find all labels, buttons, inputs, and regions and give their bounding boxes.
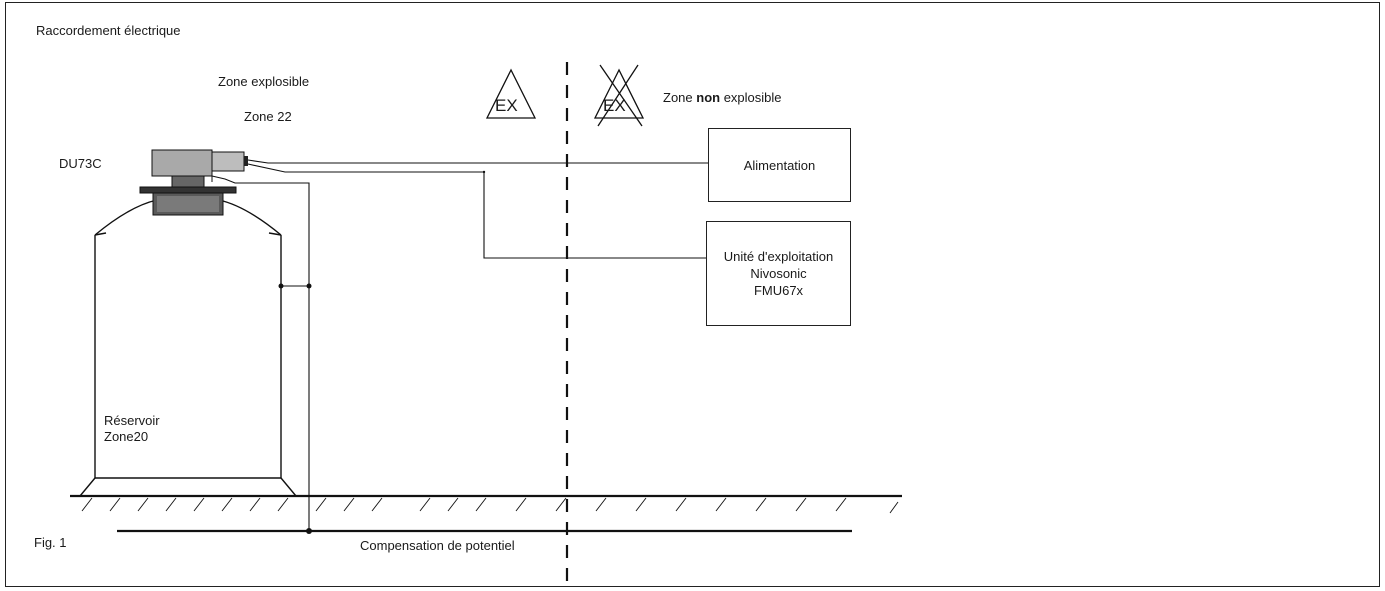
power-supply-label: Alimentation bbox=[743, 157, 816, 173]
non-explosive-zone-prefix: Zone bbox=[663, 90, 697, 105]
ex-warning-icon bbox=[485, 68, 537, 119]
ex-symbol-text: EX bbox=[495, 96, 518, 115]
junction-dot bbox=[306, 528, 312, 534]
explosive-zone-number: Zone 22 bbox=[244, 109, 292, 124]
equipotential-label: Compensation de potentiel bbox=[360, 538, 515, 553]
diagram-title: Raccordement électrique bbox=[36, 23, 181, 38]
tank-label: Réservoir Zone20 bbox=[104, 413, 160, 445]
tank-silhouette bbox=[79, 199, 297, 497]
tank-flange bbox=[139, 186, 237, 216]
cables bbox=[211, 159, 708, 531]
junction-dot bbox=[278, 283, 284, 289]
explosive-zone-label: Zone explosible bbox=[218, 74, 310, 89]
evaluation-unit-box: Unité d'exploitation Nivosonic FMU67x bbox=[706, 221, 851, 326]
junction-dot bbox=[306, 283, 312, 289]
diagram-frame bbox=[5, 2, 1380, 587]
figure-label: Fig. 1 bbox=[34, 535, 67, 550]
ex-crossed-warning-icon bbox=[593, 64, 645, 127]
evaluation-unit-line1: Unité d'exploitation bbox=[723, 249, 834, 264]
sensor-du73c bbox=[151, 149, 248, 188]
power-supply-box: Alimentation bbox=[708, 128, 851, 202]
non-explosive-zone-bold: non bbox=[696, 90, 721, 105]
non-explosive-zone-suffix: explosible bbox=[720, 90, 782, 105]
evaluation-unit-line2: Nivosonic bbox=[750, 266, 807, 281]
junction-dot bbox=[482, 170, 486, 174]
non-explosive-zone-label: Zone non explosible bbox=[663, 90, 782, 106]
sensor-label: DU73C bbox=[59, 156, 102, 171]
ground bbox=[70, 494, 902, 514]
tank-label-line1: Réservoir bbox=[104, 413, 160, 428]
tank-label-line2: Zone20 bbox=[104, 429, 149, 444]
ex-symbol-text-crossed: EX bbox=[603, 96, 626, 115]
evaluation-unit-line3: FMU67x bbox=[753, 283, 804, 298]
